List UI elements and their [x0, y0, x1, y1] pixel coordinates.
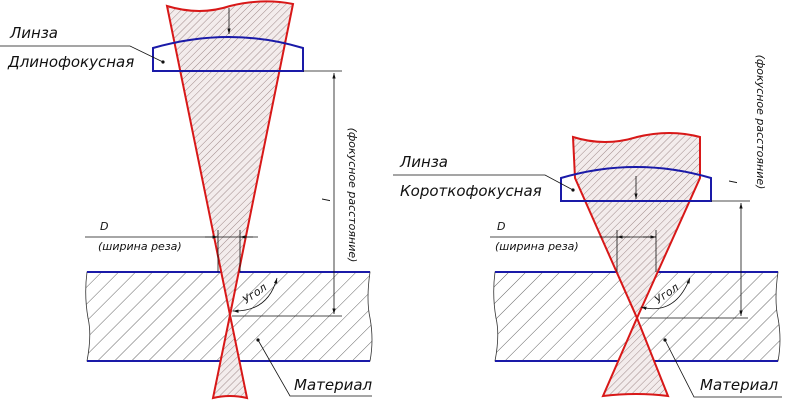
- angle-arc: [640, 277, 691, 311]
- focal-label: (фокусное расстояние): [346, 128, 359, 263]
- laser-beam: [571, 132, 701, 398]
- width-label: (ширина реза): [98, 240, 182, 253]
- material-label: Материал: [294, 376, 373, 394]
- lens: [560, 166, 712, 202]
- material-leader: [257, 339, 372, 397]
- lens: [152, 36, 304, 72]
- long-focus-diagram: Линза Длинофокусная l (фокусное расстоян…: [0, 0, 373, 400]
- width-symbol: D: [100, 220, 108, 233]
- focal-label: (фокусное расстояние): [754, 55, 767, 190]
- lens-leader: [0, 45, 164, 63]
- lens-label: Линза: [9, 24, 58, 42]
- lens-type-label: Длинофокусная: [7, 53, 134, 71]
- leader-dot: [161, 60, 165, 64]
- material-label: Материал: [700, 376, 779, 394]
- angle-arc: [232, 277, 278, 313]
- width-label: (ширина реза): [495, 240, 579, 253]
- material-leader: [664, 339, 782, 398]
- lens-leader: [393, 174, 574, 191]
- focal-symbol: l: [727, 180, 740, 183]
- lens-label: Линза: [399, 153, 448, 171]
- focal-symbol: l: [320, 198, 333, 201]
- width-symbol: D: [497, 220, 505, 233]
- leader-dot: [571, 188, 575, 192]
- short-focus-diagram: Линза Короткофокусная l (фокусное рассто…: [393, 55, 782, 398]
- lens-type-label: Короткофокусная: [400, 182, 542, 200]
- laser-beam: [165, 0, 295, 400]
